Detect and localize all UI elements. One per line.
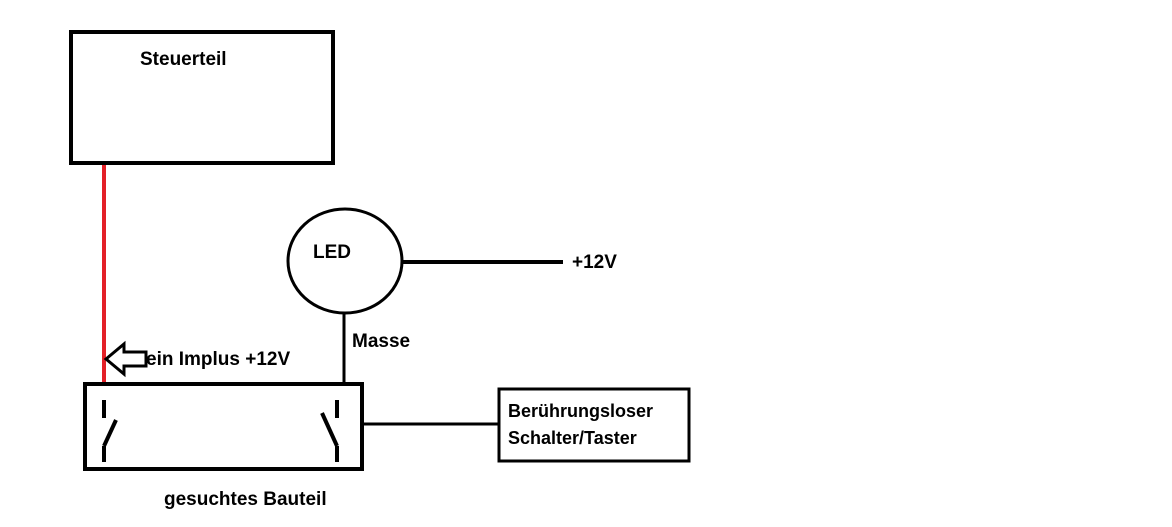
left-switch-icon <box>102 400 118 462</box>
right-switch-icon <box>320 400 339 462</box>
supply-label: +12V <box>572 252 617 273</box>
touch-switch-label-line2: Schalter/Taster <box>508 428 637 448</box>
controller-label: Steuerteil <box>140 49 227 70</box>
touch-switch-label-line1: Berührungsloser <box>508 401 653 421</box>
ground-label: Masse <box>352 331 410 352</box>
part-caption: gesuchtes Bauteil <box>164 489 327 510</box>
pulse-arrow-icon <box>103 340 148 378</box>
touch-switch-box <box>497 387 691 463</box>
controller-box <box>69 30 335 165</box>
pulse-label: ein Implus +12V <box>146 349 290 370</box>
part-box <box>83 382 364 471</box>
led-label: LED <box>313 242 351 263</box>
